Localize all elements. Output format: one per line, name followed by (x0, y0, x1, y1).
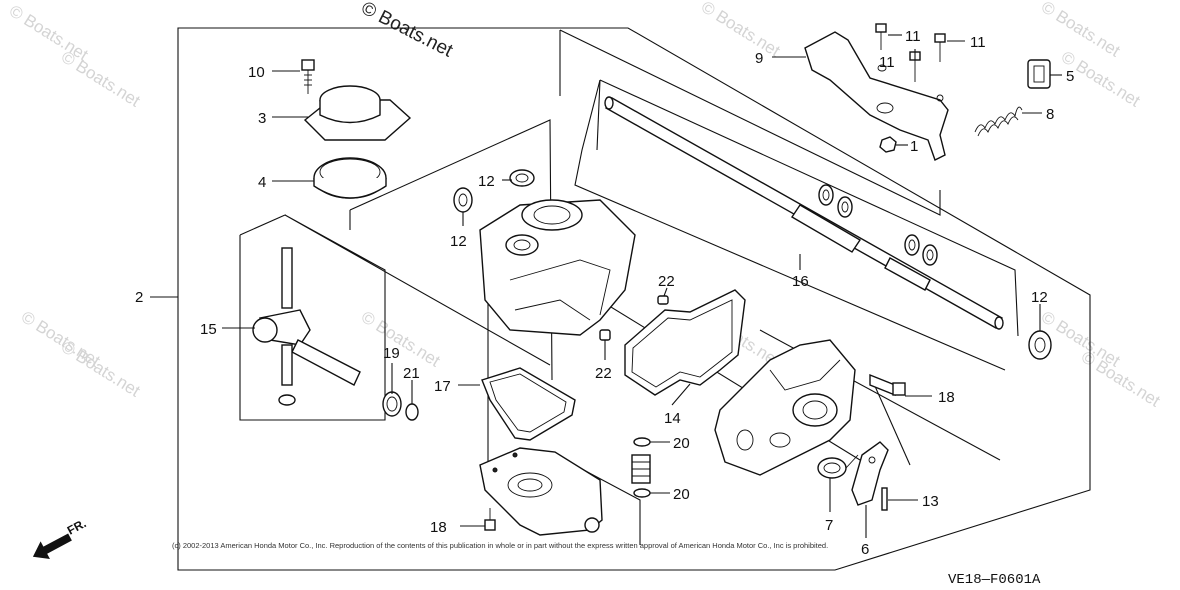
callout-12: 12 (478, 173, 495, 190)
clip-part-5 (1027, 59, 1051, 89)
watermark: © Boats.net (1038, 0, 1124, 61)
pin-part-22 (657, 295, 669, 305)
callout-22: 22 (595, 365, 612, 382)
oring-part-20 (633, 437, 651, 447)
callout-22: 22 (658, 273, 675, 290)
upper-housing (479, 199, 636, 336)
washer-part-21 (405, 403, 419, 421)
callout-11: 11 (879, 54, 895, 71)
bolt-part-18 (484, 373, 906, 531)
front-arrow-icon (32, 533, 72, 559)
copyright-notice: (c) 2002-2013 American Honda Motor Co., … (172, 541, 828, 550)
bolt-part-10 (301, 59, 315, 94)
lower-housing (479, 447, 603, 536)
bracket-part-9 (804, 31, 949, 161)
gasket-part-14 (624, 289, 746, 396)
callout-20: 20 (673, 435, 690, 452)
callouts: 10 3 4 2 15 19 21 17 18 12 12 22 22 14 2… (135, 28, 1074, 558)
bearings-part-12 (453, 169, 1052, 360)
watermark: © Boats.net (698, 0, 784, 61)
spring-part-7 (817, 454, 859, 479)
watermark: © Boats.net (358, 307, 444, 370)
leader-lines (222, 34, 1062, 538)
callout-12: 12 (1031, 289, 1048, 306)
callout-9: 9 (755, 50, 763, 67)
callout-6: 6 (861, 541, 869, 558)
callout-8: 8 (1046, 106, 1054, 123)
washer-part-19 (382, 391, 402, 417)
seal-part-4 (313, 157, 387, 199)
callout-3: 3 (258, 110, 266, 127)
callout-7: 7 (825, 517, 833, 534)
callout-19: 19 (383, 345, 400, 362)
pin-part-13 (881, 487, 888, 511)
watermark: © Boats.net (58, 337, 144, 400)
oring-part-20 (633, 488, 651, 498)
callout-10: 10 (248, 64, 265, 81)
shaft-part-15 (252, 247, 361, 406)
arm-part-6 (851, 441, 889, 506)
nut-part-1 (879, 136, 897, 153)
watermark: © Boats.net (58, 47, 144, 110)
callout-18: 18 (430, 519, 447, 536)
shaft-part-16 (604, 96, 1004, 330)
callout-11: 11 (905, 28, 921, 45)
callout-18: 18 (938, 389, 955, 406)
callout-15: 15 (200, 321, 217, 338)
callout-1: 1 (910, 138, 918, 155)
sleeve (631, 454, 651, 484)
right-housing (714, 339, 856, 476)
pin-part-22 (599, 329, 611, 341)
callout-16: 16 (792, 273, 809, 290)
spring-part-8 (974, 106, 1023, 137)
callout-2: 2 (135, 289, 143, 306)
callout-17: 17 (434, 378, 451, 395)
callout-20: 20 (673, 486, 690, 503)
callout-11: 11 (970, 34, 986, 51)
watermark-main: © Boats.net (358, 0, 457, 62)
gasket-part-17 (481, 367, 576, 441)
callout-5: 5 (1066, 68, 1074, 85)
callout-4: 4 (258, 174, 266, 191)
callout-21: 21 (403, 365, 420, 382)
diagram-code: VE18—F0601A (948, 572, 1041, 588)
cap-part-3 (303, 85, 412, 141)
callout-14: 14 (664, 410, 681, 427)
callout-12: 12 (450, 233, 467, 250)
callout-13: 13 (922, 493, 939, 510)
